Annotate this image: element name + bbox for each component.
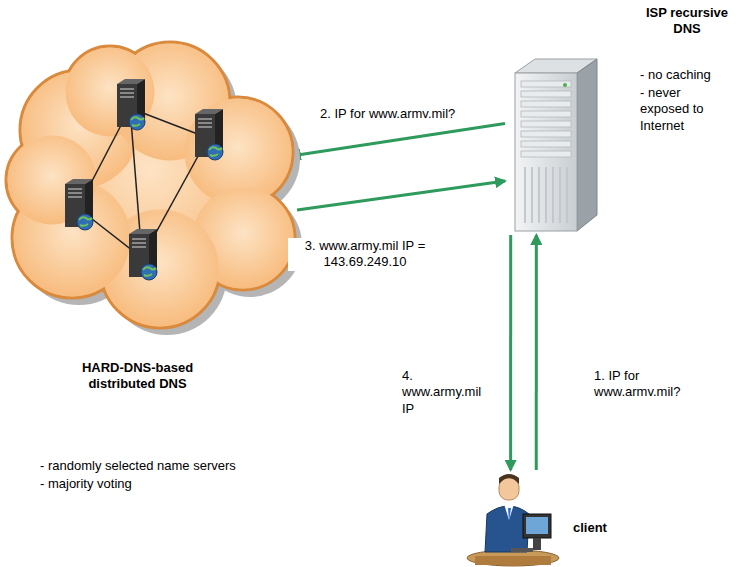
note-text: - majority voting (40, 476, 300, 492)
flow-arrow (535, 235, 538, 470)
note-text: - no caching (640, 67, 735, 83)
note-text: - never exposed to Internet (640, 85, 720, 134)
distributed-dns-cloud-outline (0, 30, 300, 330)
server-title: ISP recursive DNS (637, 5, 737, 38)
step-label: 1. IP for www.armv.mil? (592, 368, 726, 401)
distributed-dns-cloud: HARD-DNS-based distributed DNS- randomly… (0, 30, 300, 330)
step-label: 2. IP for www.armv.mil? (318, 106, 497, 122)
flow-arrow (297, 181, 505, 210)
step-label: 3. www.army.mil IP = 143.69.249.10 (288, 238, 442, 271)
client-user-outline (465, 470, 560, 565)
flow-arrow (509, 235, 512, 470)
isp-server-outline (505, 55, 600, 235)
client-label: client (573, 520, 607, 536)
step-label: 4. www.army.mil IP (400, 368, 496, 417)
note-text: - randomly selected name servers (40, 458, 300, 474)
cloud-title: HARD-DNS-based distributed DNS (55, 360, 220, 393)
isp-server: ISP recursive DNS- no caching- never exp… (505, 55, 600, 235)
client-user: client (465, 470, 560, 565)
flow-arrow (291, 123, 505, 156)
